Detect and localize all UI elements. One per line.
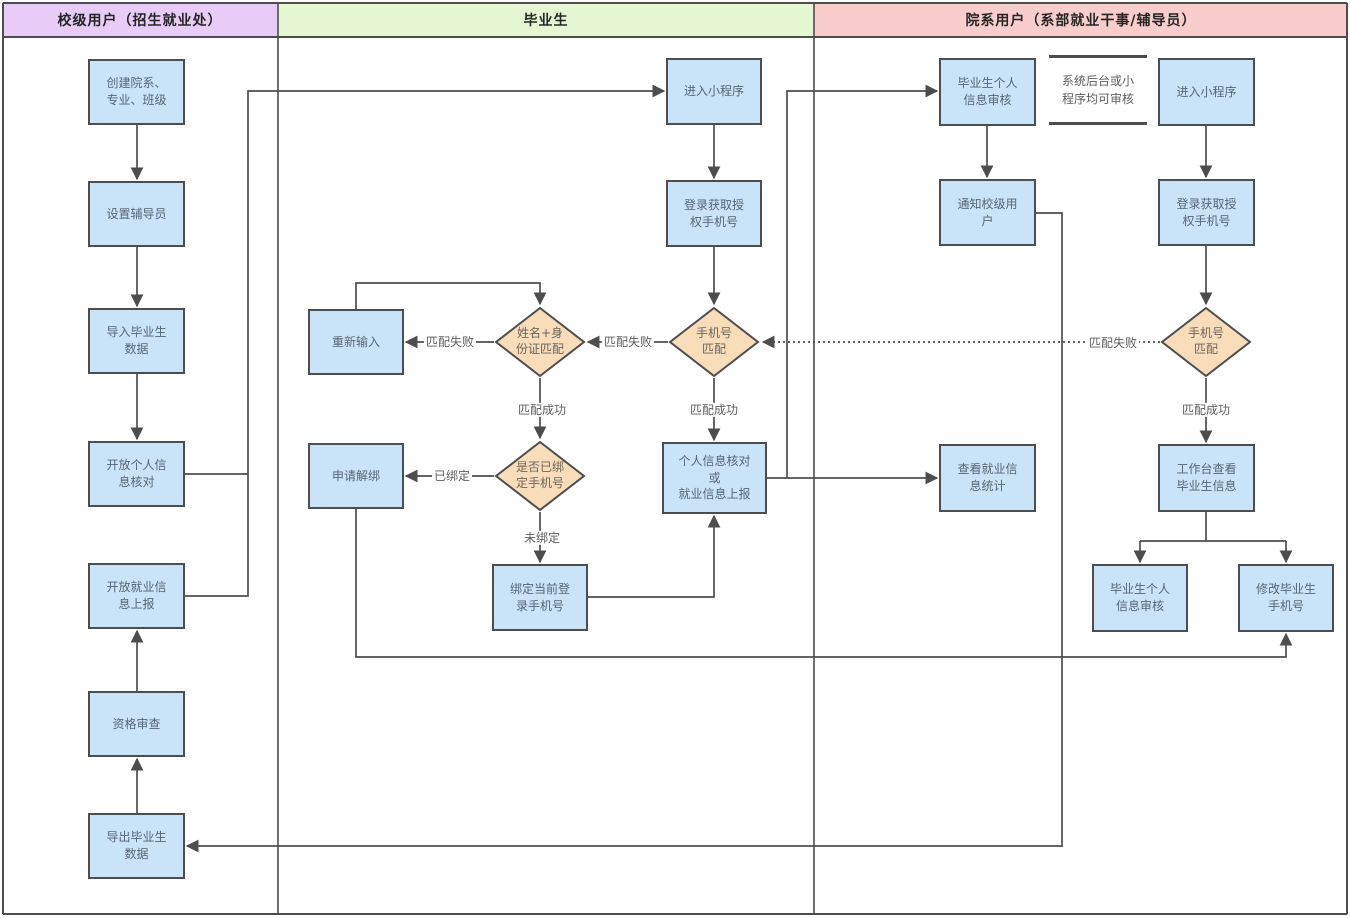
note-review-channels: 系统后台或小 程序均可审核 xyxy=(1049,56,1147,124)
node-student-review-bottom: 毕业生个人 信息审核 xyxy=(1092,564,1188,632)
decision-phone-match: 手机号 匹配 xyxy=(668,306,760,378)
decision-label: 手机号 匹配 xyxy=(695,326,732,356)
edge-label-bound: 已绑定 xyxy=(431,468,473,484)
diamond-shape xyxy=(494,440,586,512)
edge-unbind-to-modifyphone xyxy=(355,509,1293,658)
edge-label-match-success: 匹配成功 xyxy=(515,402,569,418)
edge-bindphone-to-infocheck xyxy=(588,514,721,598)
edge-reinput-loop xyxy=(355,282,547,309)
node-open-employment-report: 开放就业信 息上报 xyxy=(88,563,185,629)
edge-label-match-fail: 匹配失败 xyxy=(423,334,477,350)
decision-label: 是否已绑 定手机号 xyxy=(515,460,564,490)
diamond-shape xyxy=(494,306,586,378)
diamond-shape xyxy=(1160,306,1252,378)
decision-name-id-match: 姓名+身 份证匹配 xyxy=(494,306,586,378)
edge-label-match-success: 匹配成功 xyxy=(1179,402,1233,418)
node-apply-unbind: 申请解绑 xyxy=(308,443,404,509)
edge-label-match-fail: 匹配失败 xyxy=(1086,335,1140,351)
node-student-review-top: 毕业生个人 信息审核 xyxy=(939,58,1036,126)
lane-header-school: 校级用户（招生就业处） xyxy=(2,2,278,37)
edge-infocheck-to-review xyxy=(786,84,939,478)
node-re-input: 重新输入 xyxy=(308,309,404,375)
edge-open-report-to-enter-mini xyxy=(185,84,666,597)
decision-phone-match-dept: 手机号 匹配 xyxy=(1160,306,1252,378)
edge-label-match-success: 匹配成功 xyxy=(687,402,741,418)
node-bind-current-phone: 绑定当前登 录手机号 xyxy=(492,564,588,631)
node-create-org: 创建院系、 专业、班级 xyxy=(88,59,185,125)
node-login-get-phone-dept: 登录获取授 权手机号 xyxy=(1158,179,1255,246)
node-import-students: 导入毕业生 数据 xyxy=(88,308,185,374)
node-qualification-review: 资格审查 xyxy=(88,691,185,757)
lane-separators xyxy=(277,3,815,914)
node-view-employment-stats: 查看就业信 息统计 xyxy=(939,444,1036,512)
lane-header-graduate: 毕业生 xyxy=(278,2,814,37)
node-enter-mini-program: 进入小程序 xyxy=(666,58,762,125)
diamond-shape xyxy=(668,306,760,378)
node-export-students: 导出毕业生 数据 xyxy=(88,813,185,879)
node-open-info-check: 开放个人信 息核对 xyxy=(88,441,185,507)
edge-notify-to-export xyxy=(185,212,1063,853)
decision-is-phone-bound: 是否已绑 定手机号 xyxy=(494,440,586,512)
edge-label-unbound: 未绑定 xyxy=(521,530,563,546)
decision-label: 手机号 匹配 xyxy=(1187,326,1224,356)
node-login-get-phone: 登录获取授 权手机号 xyxy=(666,180,762,247)
node-set-counselor: 设置辅导员 xyxy=(88,181,185,247)
node-modify-student-phone: 修改毕业生 手机号 xyxy=(1238,564,1334,632)
edge-label-match-fail: 匹配失败 xyxy=(601,334,655,350)
node-workbench-view-students: 工作台查看 毕业生信息 xyxy=(1158,444,1255,512)
node-notify-school-user: 通知校级用 户 xyxy=(939,179,1036,246)
node-info-check-or-report: 个人信息核对 或 就业信息上报 xyxy=(662,442,767,514)
decision-label: 姓名+身 份证匹配 xyxy=(515,326,564,356)
node-enter-mini-program-dept: 进入小程序 xyxy=(1158,58,1255,126)
lane-header-department: 院系用户（系部就业干事/辅导员） xyxy=(814,2,1348,37)
